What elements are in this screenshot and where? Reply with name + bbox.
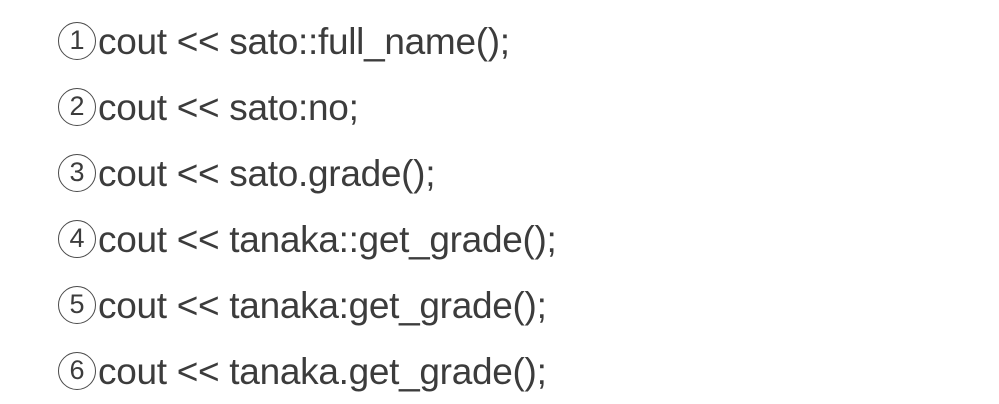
circled-number-icon: 2 <box>58 88 96 126</box>
circled-number-icon: 6 <box>58 352 96 390</box>
list-item: 3 cout << sato.grade(); <box>58 140 999 206</box>
list-item: 1 cout << sato::full_name(); <box>58 8 999 74</box>
circled-number-icon: 3 <box>58 154 96 192</box>
circled-number-icon: 5 <box>58 286 96 324</box>
code-line-text: cout << sato.grade(); <box>98 152 436 194</box>
list-item: 2 cout << sato:no; <box>58 74 999 140</box>
circled-number-icon: 1 <box>58 22 96 60</box>
list-item: 6 cout << tanaka.get_grade(); <box>58 338 999 404</box>
code-line-text: cout << tanaka.get_grade(); <box>98 350 547 392</box>
code-line-text: cout << tanaka:get_grade(); <box>98 284 547 326</box>
code-line-text: cout << sato:no; <box>98 86 359 128</box>
code-line-text: cout << sato::full_name(); <box>98 20 510 62</box>
list-item: 4 cout << tanaka::get_grade(); <box>58 206 999 272</box>
circled-number-icon: 4 <box>58 220 96 258</box>
list-item: 5 cout << tanaka:get_grade(); <box>58 272 999 338</box>
code-line-text: cout << tanaka::get_grade(); <box>98 218 557 260</box>
